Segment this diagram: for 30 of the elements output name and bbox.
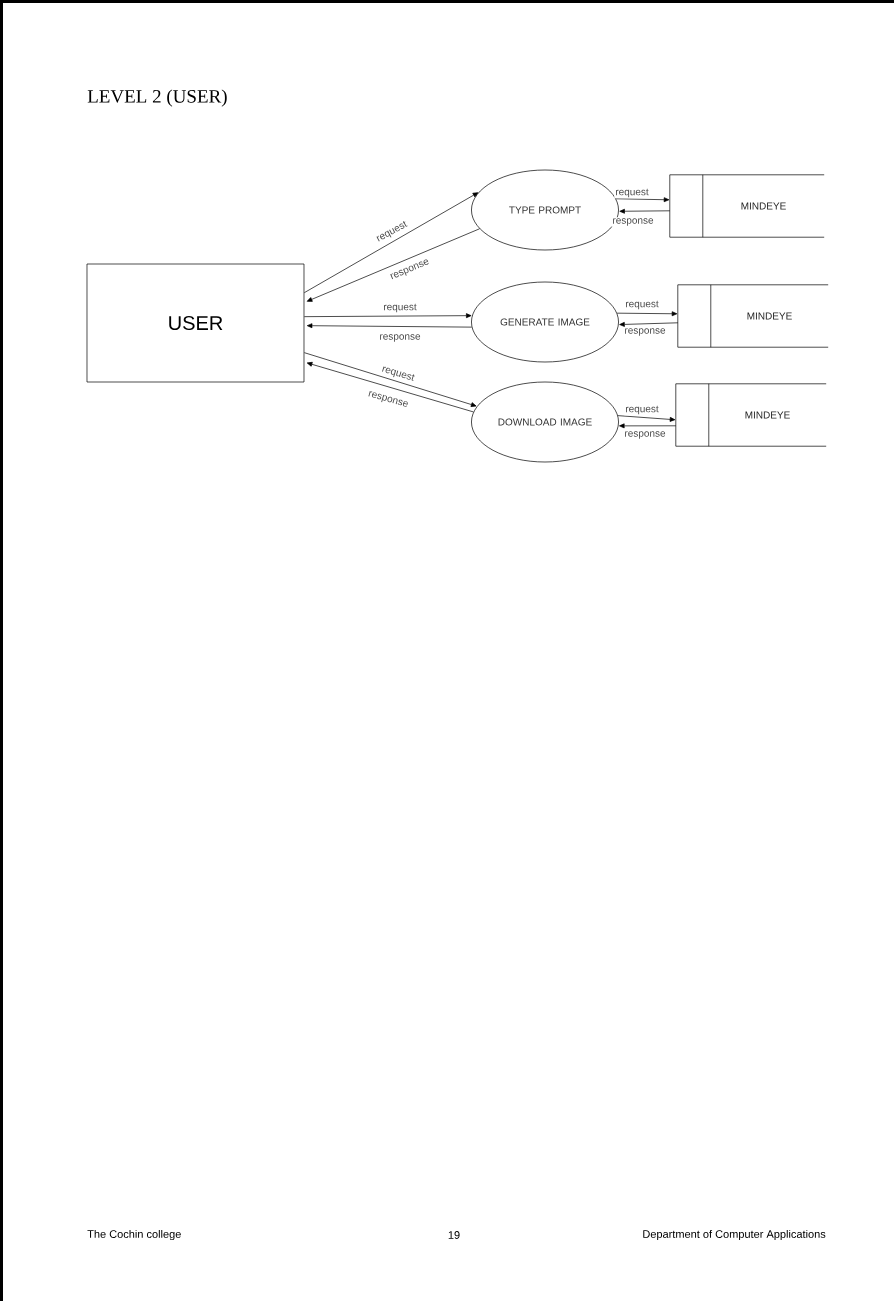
arrow [304, 192, 479, 293]
arrow [306, 361, 474, 413]
edge-label: request [614, 187, 650, 199]
edge-label: request [379, 363, 417, 385]
edge-label: request [624, 404, 660, 416]
edge-label: response [611, 217, 655, 227]
edge-label: request [382, 302, 418, 314]
title: LEVEL 2 (USER) [87, 89, 227, 107]
edge-label: response [623, 430, 667, 440]
arrow [619, 322, 679, 327]
arrow [306, 323, 473, 329]
arrow [306, 228, 480, 302]
data-store: MINDEYE [675, 383, 827, 447]
arrow [619, 423, 677, 429]
footer-text: 19 [448, 1231, 460, 1239]
data-store: MINDEYE [669, 174, 825, 238]
arrow [616, 311, 678, 317]
footer-text: The Cochin college [87, 1229, 181, 1241]
arrow [617, 415, 676, 422]
arrow [304, 352, 477, 407]
edge-label: request [624, 299, 660, 311]
footer-text: Department of Computer Applications [643, 1229, 826, 1241]
edge-label: response [378, 333, 422, 343]
arrow [615, 197, 670, 203]
data-store: MINDEYE [677, 284, 829, 348]
arrow [304, 313, 472, 319]
entity-box: USER [86, 263, 305, 383]
arrow [619, 208, 671, 214]
edge-label: response [365, 389, 411, 411]
edge-label: response [623, 327, 667, 337]
